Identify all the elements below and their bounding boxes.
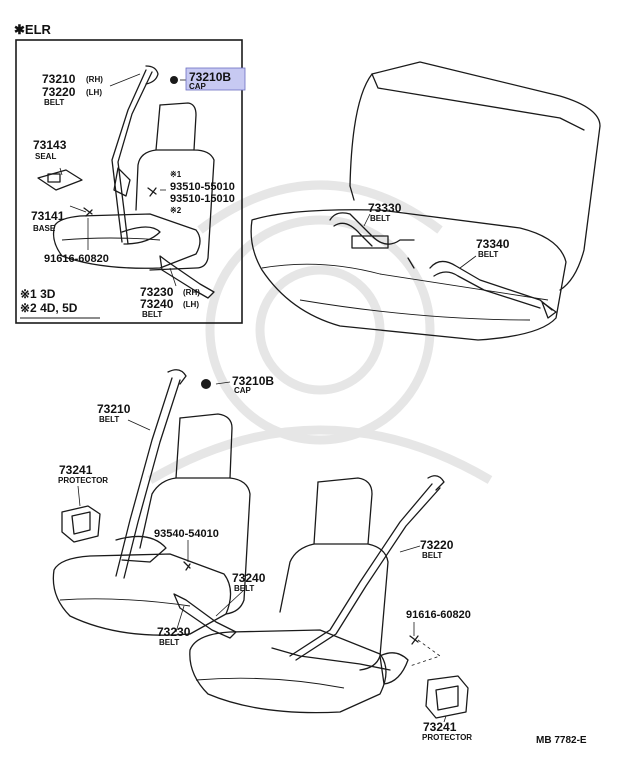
- part-number-73330: 73330: [368, 201, 402, 215]
- part-name-protector: PROTECTOR: [58, 476, 108, 485]
- inset-buckle-part: [159, 255, 215, 299]
- front-belt-73230-label: 73230 BELT: [157, 625, 191, 647]
- front-belt-73240-label: 73240 BELT: [232, 571, 266, 593]
- note-2-4d-5d: ※2 4D, 5D: [20, 301, 78, 315]
- rear-bench-seat: [250, 61, 601, 341]
- rear-belt-73340-label: 73340 BELT: [476, 237, 510, 259]
- part-name-base: BASE: [33, 224, 56, 233]
- side-lh-label-2: (LH): [183, 300, 199, 309]
- part-name-belt-2: BELT: [142, 310, 162, 319]
- front-right-seat: [189, 477, 389, 714]
- elr-heading: ✱ELR: [14, 22, 52, 37]
- front-belt-73210-drawing: [115, 369, 187, 579]
- part-number-73230-2: 73230: [157, 625, 191, 639]
- front-leader-lines: [77, 381, 447, 723]
- front-left-seat: [52, 413, 251, 636]
- protector-left-label: 73241 PROTECTOR: [58, 463, 108, 485]
- diagram-code: MB 7782-E: [536, 735, 587, 746]
- watermark-emblem: [147, 180, 493, 484]
- front-belt-73210-label: 73210 BELT: [97, 402, 131, 424]
- cap-label-highlight: [185, 67, 246, 91]
- inset-base-bolt: [83, 207, 93, 217]
- part-number-73241: 73241: [59, 463, 93, 477]
- part-number-73210b: 73210B: [189, 70, 231, 84]
- inset-cap-label: 73210B CAP: [185, 67, 246, 91]
- protector-left-part: [61, 505, 101, 543]
- part-name-belt: BELT: [44, 98, 64, 107]
- part-number-91616-60820: 91616-60820: [44, 253, 109, 265]
- part-name-belt-8: BELT: [422, 551, 442, 560]
- part-number-73230: 73230: [140, 285, 174, 299]
- inset-seal-label: 73143 SEAL: [33, 138, 67, 161]
- front-cap-label: 73210B CAP: [232, 374, 274, 395]
- protector-right-label: 73241 PROTECTOR: [422, 720, 472, 742]
- part-number-91616-60820-2: 91616-60820: [406, 609, 471, 621]
- part-name-belt-3: BELT: [370, 214, 390, 223]
- part-name-belt-7: BELT: [159, 638, 179, 647]
- part-number-93510-15010: 93510-15010: [170, 193, 235, 205]
- side-lh-label: (LH): [86, 88, 102, 97]
- part-name-belt-5: BELT: [99, 415, 119, 424]
- protector-right-part: [425, 675, 469, 719]
- elr-inset-frame: [15, 39, 243, 324]
- part-number-73210b-2: 73210B: [232, 374, 274, 388]
- inset-retractor-belt: [111, 65, 161, 245]
- note-mark-1: ※1: [170, 170, 182, 179]
- note-mark-2: ※2: [170, 206, 182, 215]
- part-number-93510-55010: 93510-55010: [170, 181, 235, 193]
- front-belt-73220-label: 73220 BELT: [420, 538, 454, 560]
- front-cap-part: [201, 379, 211, 389]
- side-rh-label-2: (RH): [183, 288, 200, 297]
- rear-leader-lines: [363, 213, 477, 269]
- rear-belt-73330-label: 73330 BELT: [368, 201, 402, 223]
- inset-seal-part: [37, 169, 83, 191]
- part-name-belt-4: BELT: [478, 250, 498, 259]
- front-bolt-93540-part: [183, 561, 191, 571]
- note-1-3d: ※1 3D: [20, 287, 56, 301]
- part-name-cap-2: CAP: [234, 386, 252, 395]
- side-rh-label: (RH): [86, 75, 103, 84]
- inset-bolts-label: ※1 93510-55010 93510-15010 ※2: [170, 170, 235, 215]
- part-number-93540-54010: 93540-54010: [154, 528, 219, 540]
- inset-belt-label: 73210 (RH) 73220 (LH) BELT: [42, 72, 103, 107]
- front-belt-73240-drawing: [173, 593, 237, 639]
- part-name-protector-2: PROTECTOR: [422, 733, 472, 742]
- part-number-73210: 73210: [42, 72, 76, 86]
- part-number-73240: 73240: [140, 297, 174, 311]
- front-bolt-91616-part: [409, 635, 441, 667]
- part-name-belt-6: BELT: [234, 584, 254, 593]
- part-number-73340: 73340: [476, 237, 510, 251]
- part-name-cap: CAP: [189, 82, 207, 91]
- inset-base-label: 73141 BASE: [31, 209, 65, 233]
- front-belt-73220-drawing: [271, 475, 445, 685]
- part-name-seal: SEAL: [35, 152, 56, 161]
- part-number-73241-2: 73241: [423, 720, 457, 734]
- part-number-73220: 73220: [42, 85, 76, 99]
- part-number-73240-2: 73240: [232, 571, 266, 585]
- rear-belt-73330-drawing: [329, 212, 415, 269]
- inset-bolt-part: [147, 187, 157, 197]
- inset-buckle-label: 73230 (RH) 73240 (LH) BELT: [140, 285, 200, 319]
- rear-belt-73340-drawing: [429, 260, 557, 319]
- part-number-73141: 73141: [31, 209, 65, 223]
- inset-cap-part: [170, 76, 178, 84]
- part-number-73220-2: 73220: [420, 538, 454, 552]
- part-number-73143: 73143: [33, 138, 67, 152]
- part-number-73210-2: 73210: [97, 402, 131, 416]
